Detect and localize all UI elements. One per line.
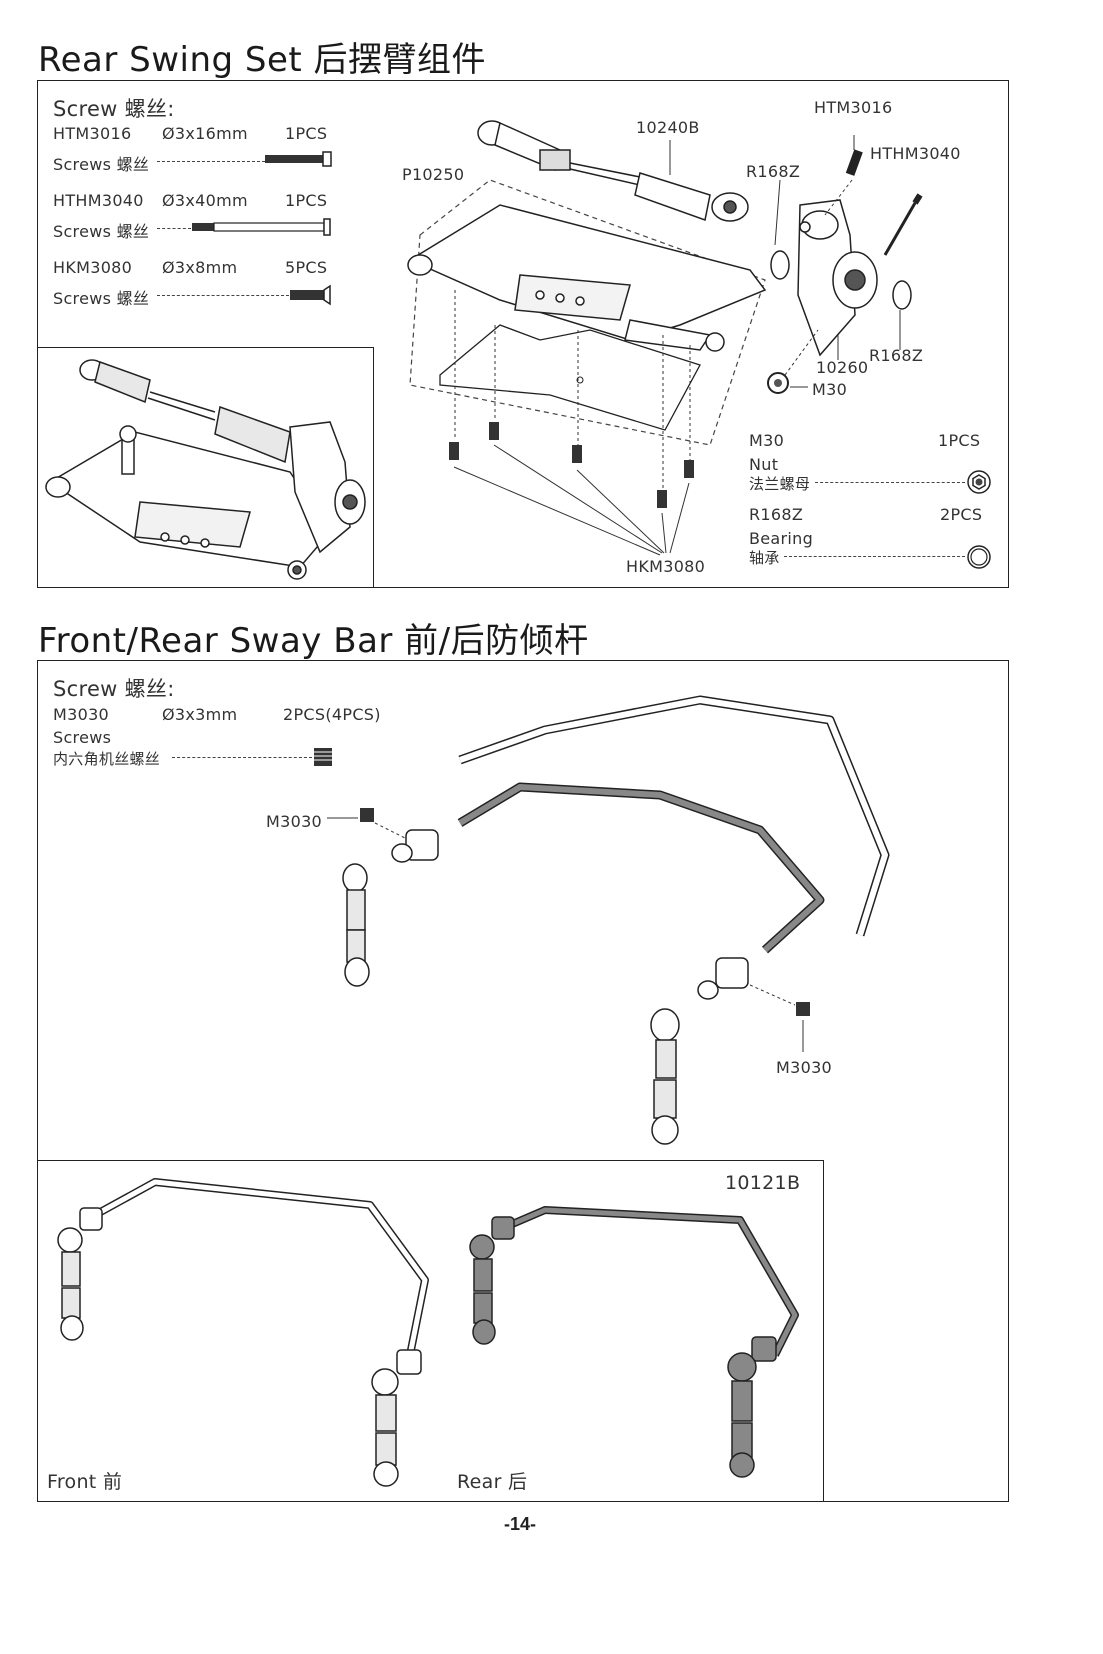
rear-swing-inset — [37, 347, 374, 588]
screw-size: Ø3x8mm — [162, 258, 238, 277]
sway-bar-exploded-illustration — [327, 695, 890, 1145]
callout-htm3016: HTM3016 — [814, 98, 893, 117]
screw-size: Ø3x40mm — [162, 191, 248, 210]
callout-10240b: 10240B — [636, 118, 700, 137]
part-name-en: Nut — [749, 455, 779, 474]
leader-line — [784, 556, 965, 557]
grub-screw-icon — [314, 748, 332, 766]
part-qty: 1PCS — [938, 431, 981, 450]
part-name-cn: 轴承 — [749, 549, 780, 567]
screw-header: Screw 螺丝: — [53, 97, 175, 121]
leader-line — [815, 482, 965, 483]
callout-r168z-upper: R168Z — [746, 162, 801, 181]
screw-size: Ø3x3mm — [162, 705, 238, 724]
screw-qty: 1PCS — [285, 124, 328, 143]
rear-sway-bar-illustration — [469, 1206, 799, 1478]
front-sway-bar-illustration — [57, 1178, 429, 1487]
sway-bar-inset — [37, 1160, 824, 1502]
screw-desc: Screws 螺丝 — [53, 222, 150, 241]
sway-bar-title: Front/Rear Sway Bar 前/后防倾杆 — [38, 621, 589, 661]
swing-arm-exploded-illustration — [407, 120, 923, 556]
callout-hthm3040: HTHM3040 — [870, 144, 961, 163]
screw-code: HKM3080 — [53, 258, 133, 277]
callout-r168z-lower: R168Z — [869, 346, 924, 365]
screw-qty: 1PCS — [285, 191, 328, 210]
screw-desc: Screws 螺丝 — [53, 289, 150, 308]
screw-code: HTHM3040 — [53, 191, 144, 210]
callout-hkm3080: HKM3080 — [626, 557, 706, 576]
leader-line — [157, 228, 191, 229]
bearing-icon — [967, 545, 991, 569]
screw-qty: 2PCS(4PCS) — [283, 705, 381, 724]
nut-icon — [967, 470, 991, 494]
inset-rear-label: Rear 后 — [457, 1471, 528, 1493]
screw-code: M3030 — [53, 705, 110, 724]
part-name-en: Bearing — [749, 529, 814, 548]
screw-desc-cn: 内六角机丝螺丝 — [53, 750, 161, 768]
leader-line — [157, 295, 289, 296]
callout-10260: 10260 — [816, 358, 869, 377]
screw-size: Ø3x16mm — [162, 124, 248, 143]
part-qty: 2PCS — [940, 505, 983, 524]
callout-m3030-lower: M3030 — [776, 1058, 833, 1077]
screw-code: HTM3016 — [53, 124, 132, 143]
screw-htm3016-icon — [265, 151, 332, 167]
screw-desc-en: Screws — [53, 728, 112, 747]
leader-line — [172, 757, 312, 758]
rear-swing-panel — [37, 80, 1009, 588]
screw-desc: Screws 螺丝 — [53, 155, 150, 174]
inset-part-code: 10121B — [725, 1172, 801, 1194]
callout-p10250: P10250 — [402, 165, 465, 184]
leader-line — [157, 161, 265, 162]
callout-m3030-upper: M3030 — [266, 812, 323, 831]
rear-swing-title: Rear Swing Set 后摆臂组件 — [38, 40, 487, 80]
callout-m30: M30 — [812, 380, 848, 399]
part-name-cn: 法兰螺母 — [749, 475, 811, 493]
part-code: R168Z — [749, 505, 804, 524]
part-code: M30 — [749, 431, 785, 450]
inset-front-label: Front 前 — [47, 1471, 123, 1493]
screw-hthm3040-icon — [192, 218, 331, 236]
page-number: -14- — [504, 1514, 537, 1534]
screw-hkm3080-icon — [290, 284, 331, 306]
screw-header: Screw 螺丝: — [53, 677, 175, 701]
screw-qty: 5PCS — [285, 258, 328, 277]
swing-arm-assembled-illustration — [45, 359, 366, 580]
